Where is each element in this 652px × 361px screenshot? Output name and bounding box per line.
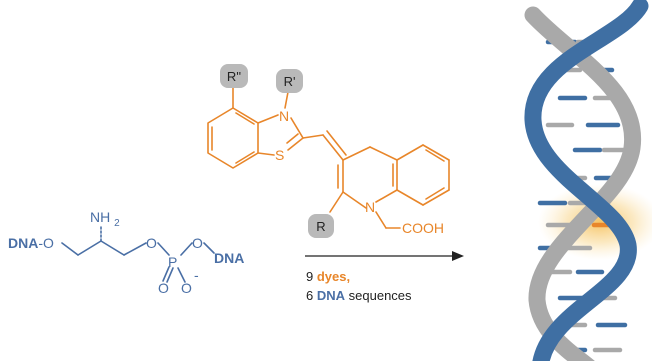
arrow-head-icon	[452, 251, 464, 261]
r-box	[308, 214, 334, 238]
r-double-prime-box	[220, 64, 248, 88]
negative-charge: -	[194, 267, 199, 283]
r-prime-label: R'	[284, 74, 296, 89]
dna-linker-structure: NH 2 DNA-O O P O DNA O O -	[8, 209, 244, 296]
thiazole-nitrogen: N	[279, 108, 289, 124]
dna-5prime-label: DNA-O	[8, 235, 54, 251]
ester-oxygen-right: O	[192, 235, 203, 251]
carboxylic-acid: COOH	[402, 220, 444, 236]
dna-strand-blue	[524, 0, 649, 361]
amine-group: NH 2	[90, 209, 120, 229]
phosphorus-atom: P	[168, 254, 177, 270]
r-prime-box	[276, 69, 303, 93]
ester-oxygen-left: O	[146, 235, 157, 251]
reaction-arrow	[305, 251, 464, 261]
dna-double-helix	[524, 0, 652, 361]
phosphate-oxo-oxygen: O	[158, 280, 169, 296]
quinoline-nitrogen: N	[365, 199, 375, 215]
dye-structure: R'' R' R N S N COOH	[207, 64, 450, 238]
caption-line-dyes: 9 dyes,	[306, 269, 350, 284]
r-double-prime-label: R''	[227, 69, 241, 84]
caption-line-sequences: 6 DNA sequences	[306, 288, 412, 303]
phosphate-anionic-oxygen: O	[181, 280, 192, 296]
r-label: R	[316, 219, 325, 234]
benzo-ring	[207, 107, 259, 169]
thiazole-sulfur: S	[275, 147, 284, 163]
dna-3prime-label: DNA	[214, 250, 244, 266]
